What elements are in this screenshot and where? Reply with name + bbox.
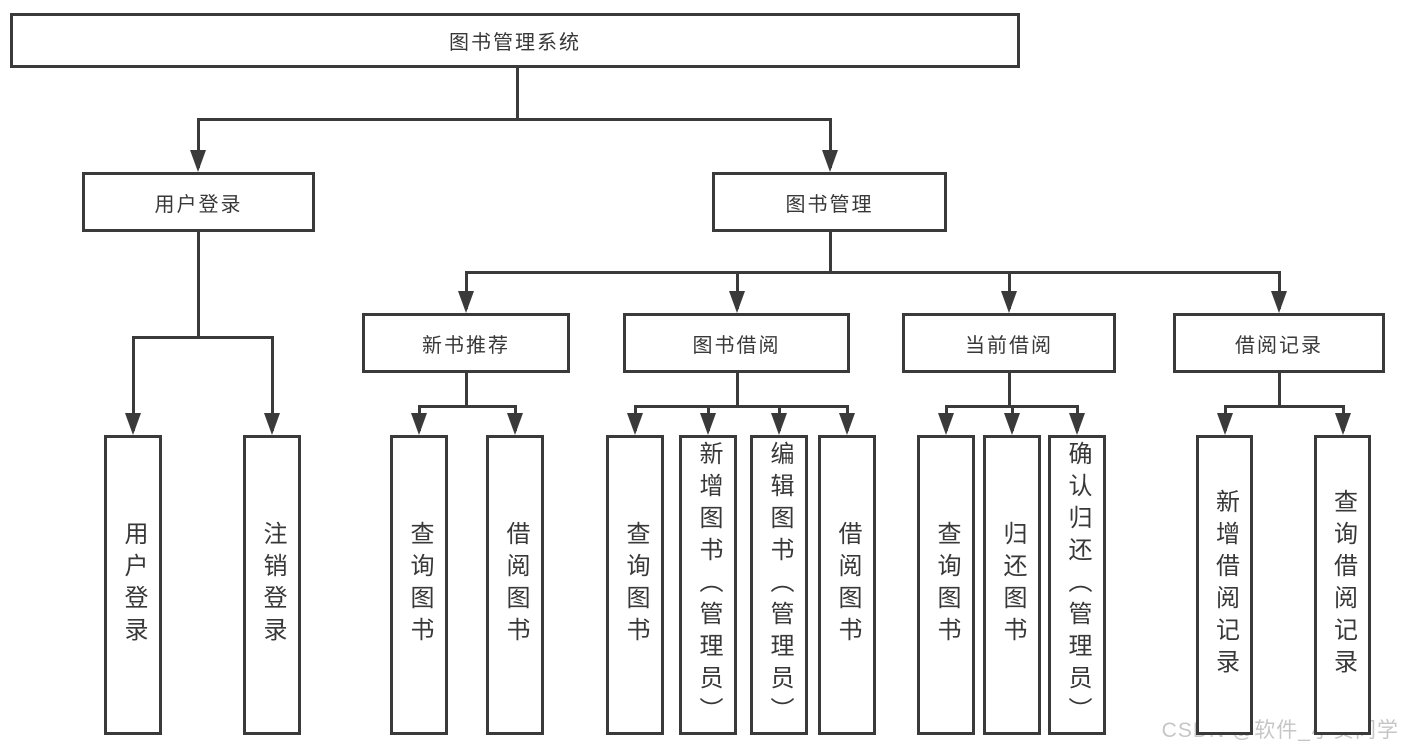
node-leaf-add-record: 新增借阅记录: [1196, 435, 1253, 735]
arrowhead-icon: [411, 413, 427, 435]
node-leaf-user-login: 用户登录: [104, 435, 162, 735]
node-leaf-borrow-book-a: 借阅图书: [486, 435, 544, 735]
arrowhead-icon: [822, 150, 838, 172]
node-label-leaf-edit-book: 编辑图书（管理员）: [766, 441, 793, 729]
arrowhead-icon: [1335, 413, 1351, 435]
connector-line: [131, 337, 135, 431]
node-label-leaf-add-record: 新增借阅记录: [1211, 489, 1239, 681]
node-leaf-logout: 注销登录: [243, 435, 301, 735]
arrowhead-icon: [1069, 413, 1085, 435]
connector-line: [1007, 272, 1011, 309]
node-leaf-confirm-return: 确认归还（管理员）: [1048, 435, 1106, 735]
connector-line: [515, 68, 519, 119]
arrowhead-icon: [1271, 291, 1287, 313]
arrowhead-icon: [125, 413, 141, 435]
connector-line: [464, 373, 468, 406]
connector-line: [464, 270, 1281, 274]
node-borrowing-records: 借阅记录: [1173, 313, 1385, 373]
node-user-login: 用户登录: [82, 172, 315, 232]
connector-line: [828, 119, 832, 168]
connector-line: [464, 272, 468, 309]
arrowhead-icon: [627, 413, 643, 435]
arrowhead-icon: [458, 291, 474, 313]
node-book-borrowing: 图书借阅: [623, 313, 850, 373]
node-leaf-query-book-a: 查询图书: [390, 435, 448, 735]
node-leaf-add-book: 新增图书（管理员）: [679, 435, 737, 735]
node-leaf-query-book-b: 查询图书: [606, 435, 664, 735]
node-leaf-query-record: 查询借阅记录: [1314, 435, 1371, 735]
node-label-leaf-user-login: 用户登录: [120, 521, 147, 649]
connector-line: [196, 119, 200, 168]
connector-line: [1277, 373, 1281, 406]
arrowhead-icon: [729, 291, 745, 313]
node-book-management: 图书管理: [712, 172, 947, 232]
arrowhead-icon: [507, 413, 523, 435]
node-label-leaf-add-book: 新增图书（管理员）: [695, 441, 722, 729]
node-label-leaf-borrow-book-b: 借阅图书: [834, 521, 861, 649]
connector-line: [417, 404, 517, 408]
node-label-root: 图书管理系统: [449, 32, 581, 54]
node-label-leaf-confirm-return: 确认归还（管理员）: [1064, 441, 1091, 729]
node-label-borrowing-records: 借阅记录: [1235, 334, 1323, 357]
node-label-leaf-query-book-b: 查询图书: [622, 521, 649, 649]
node-label-leaf-query-book-a: 查询图书: [406, 521, 433, 649]
node-label-book-borrowing: 图书借阅: [692, 334, 781, 357]
connector-line: [1007, 373, 1011, 406]
node-new-book-recommend: 新书推荐: [362, 313, 570, 373]
node-current-borrowing: 当前借阅: [902, 313, 1116, 373]
node-label-leaf-query-record: 查询借阅记录: [1329, 489, 1357, 681]
arrowhead-icon: [264, 413, 280, 435]
node-leaf-edit-book: 编辑图书（管理员）: [750, 435, 808, 735]
arrowhead-icon: [1001, 291, 1017, 313]
node-label-book-management: 图书管理: [785, 193, 874, 216]
arrowhead-icon: [771, 413, 787, 435]
node-label-user-login: 用户登录: [154, 193, 243, 216]
node-label-current-borrowing: 当前借阅: [965, 334, 1053, 357]
connector-line: [131, 335, 274, 339]
connector-line: [828, 232, 832, 272]
arrowhead-icon: [1217, 413, 1233, 435]
node-leaf-borrow-book-b: 借阅图书: [818, 435, 876, 735]
connector-line: [1277, 272, 1281, 309]
arrowhead-icon: [938, 413, 954, 435]
connector-line: [735, 373, 739, 406]
arrowhead-icon: [190, 150, 206, 172]
node-root: 图书管理系统: [10, 13, 1020, 68]
arrowhead-icon: [700, 413, 716, 435]
node-label-leaf-return-book: 归还图书: [999, 521, 1026, 649]
arrowhead-icon: [1004, 413, 1020, 435]
connector-line: [196, 232, 200, 337]
connector-line: [196, 117, 832, 121]
node-label-leaf-query-book-c: 查询图书: [933, 521, 960, 649]
connector-line: [1223, 404, 1345, 408]
node-leaf-return-book: 归还图书: [983, 435, 1041, 735]
node-label-leaf-logout: 注销登录: [259, 521, 286, 649]
connector-line: [633, 404, 849, 408]
node-label-new-book-recommend: 新书推荐: [422, 334, 510, 357]
connector-line: [735, 272, 739, 309]
node-label-leaf-borrow-book-a: 借阅图书: [502, 521, 529, 649]
arrowhead-icon: [839, 413, 855, 435]
connector-line: [270, 337, 274, 431]
node-leaf-query-book-c: 查询图书: [917, 435, 975, 735]
